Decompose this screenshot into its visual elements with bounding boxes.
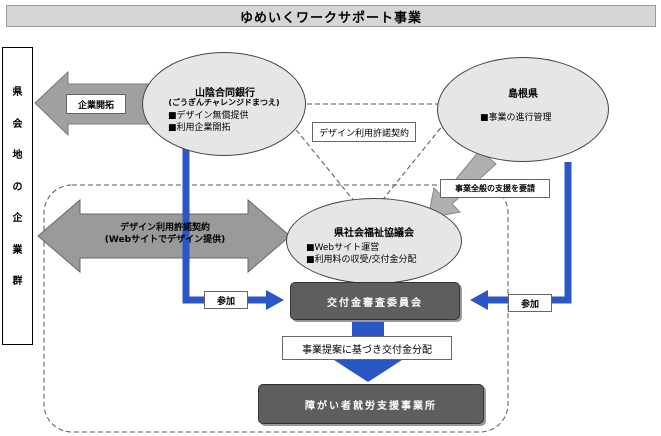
contract-triangle — [273, 103, 462, 219]
bank-item: ■デザイン無償提供 — [168, 111, 249, 121]
left-companies-label: 県 会 地 の 企 業 群 — [2, 86, 33, 307]
left-char: 会 — [12, 118, 23, 130]
left-char: 地 — [12, 150, 23, 161]
sanka-left-text: 参加 — [216, 296, 235, 307]
design-contract-text: デザイン利用許諾契約 — [318, 128, 409, 139]
bank-arrowhead — [266, 290, 284, 310]
left-companies-box — [2, 47, 33, 345]
kigyo-kaitaku-text: 企業開拓 — [77, 100, 114, 111]
prefecture-item: ■事業の進行管理 — [480, 113, 552, 123]
committee-box: 交付金審査委員会 — [290, 282, 460, 320]
left-char: 業 — [12, 244, 23, 256]
sanka-right-label: 参加 — [508, 294, 552, 312]
bank-item: ■利用企業開拓 — [168, 123, 231, 133]
distribution-text: 事業提案に基づき交付金分配 — [302, 344, 432, 356]
facilities-text: 障がい者就労支援事業所 — [305, 400, 437, 412]
council-ellipse — [286, 198, 462, 284]
bank-ellipse — [142, 52, 306, 156]
council-item: ■Webサイト運営 — [306, 243, 380, 253]
council-item: ■利用料の収受/交付金分配 — [306, 255, 417, 265]
council-name: 県社会福祉協議会 — [334, 228, 414, 239]
left-char: 企 — [12, 213, 23, 224]
sanka-right-text: 参加 — [520, 299, 539, 310]
page-title: ゆめいくワークサポート事業 — [239, 10, 422, 26]
distribution-label: 事業提案に基づき交付金分配 — [282, 336, 452, 360]
bank-name: 山陰合同銀行 — [195, 88, 255, 99]
bank-subname: (ごうぎんチャレンジドまつえ) — [168, 98, 280, 107]
facilities-box: 障がい者就労支援事業所 — [258, 384, 484, 424]
prefecture-ellipse — [437, 57, 609, 162]
license-line2: (Webサイトでデザイン提供) — [104, 235, 226, 245]
license-line1: デザイン利用許諾契約 — [119, 223, 210, 233]
title-bar: ゆめいくワークサポート事業 — [6, 5, 656, 27]
left-char: の — [12, 181, 23, 193]
design-contract-label: デザイン利用許諾契約 — [312, 122, 416, 142]
committee-text: 交付金審査委員会 — [327, 297, 423, 309]
left-char: 県 — [12, 87, 23, 98]
pref-arrowhead — [470, 290, 488, 310]
left-char: 群 — [12, 276, 23, 287]
support-text: 事業全般の支援を要請 — [455, 184, 535, 193]
sanka-left-label: 参加 — [204, 291, 248, 309]
license-text: デザイン利用許諾契約 (Webサイトでデザイン提供) — [82, 222, 248, 246]
prefecture-name: 島根県 — [508, 89, 538, 100]
support-label: 事業全般の支援を要請 — [440, 179, 550, 198]
kigyo-kaitaku-label: 企業開拓 — [66, 94, 126, 114]
